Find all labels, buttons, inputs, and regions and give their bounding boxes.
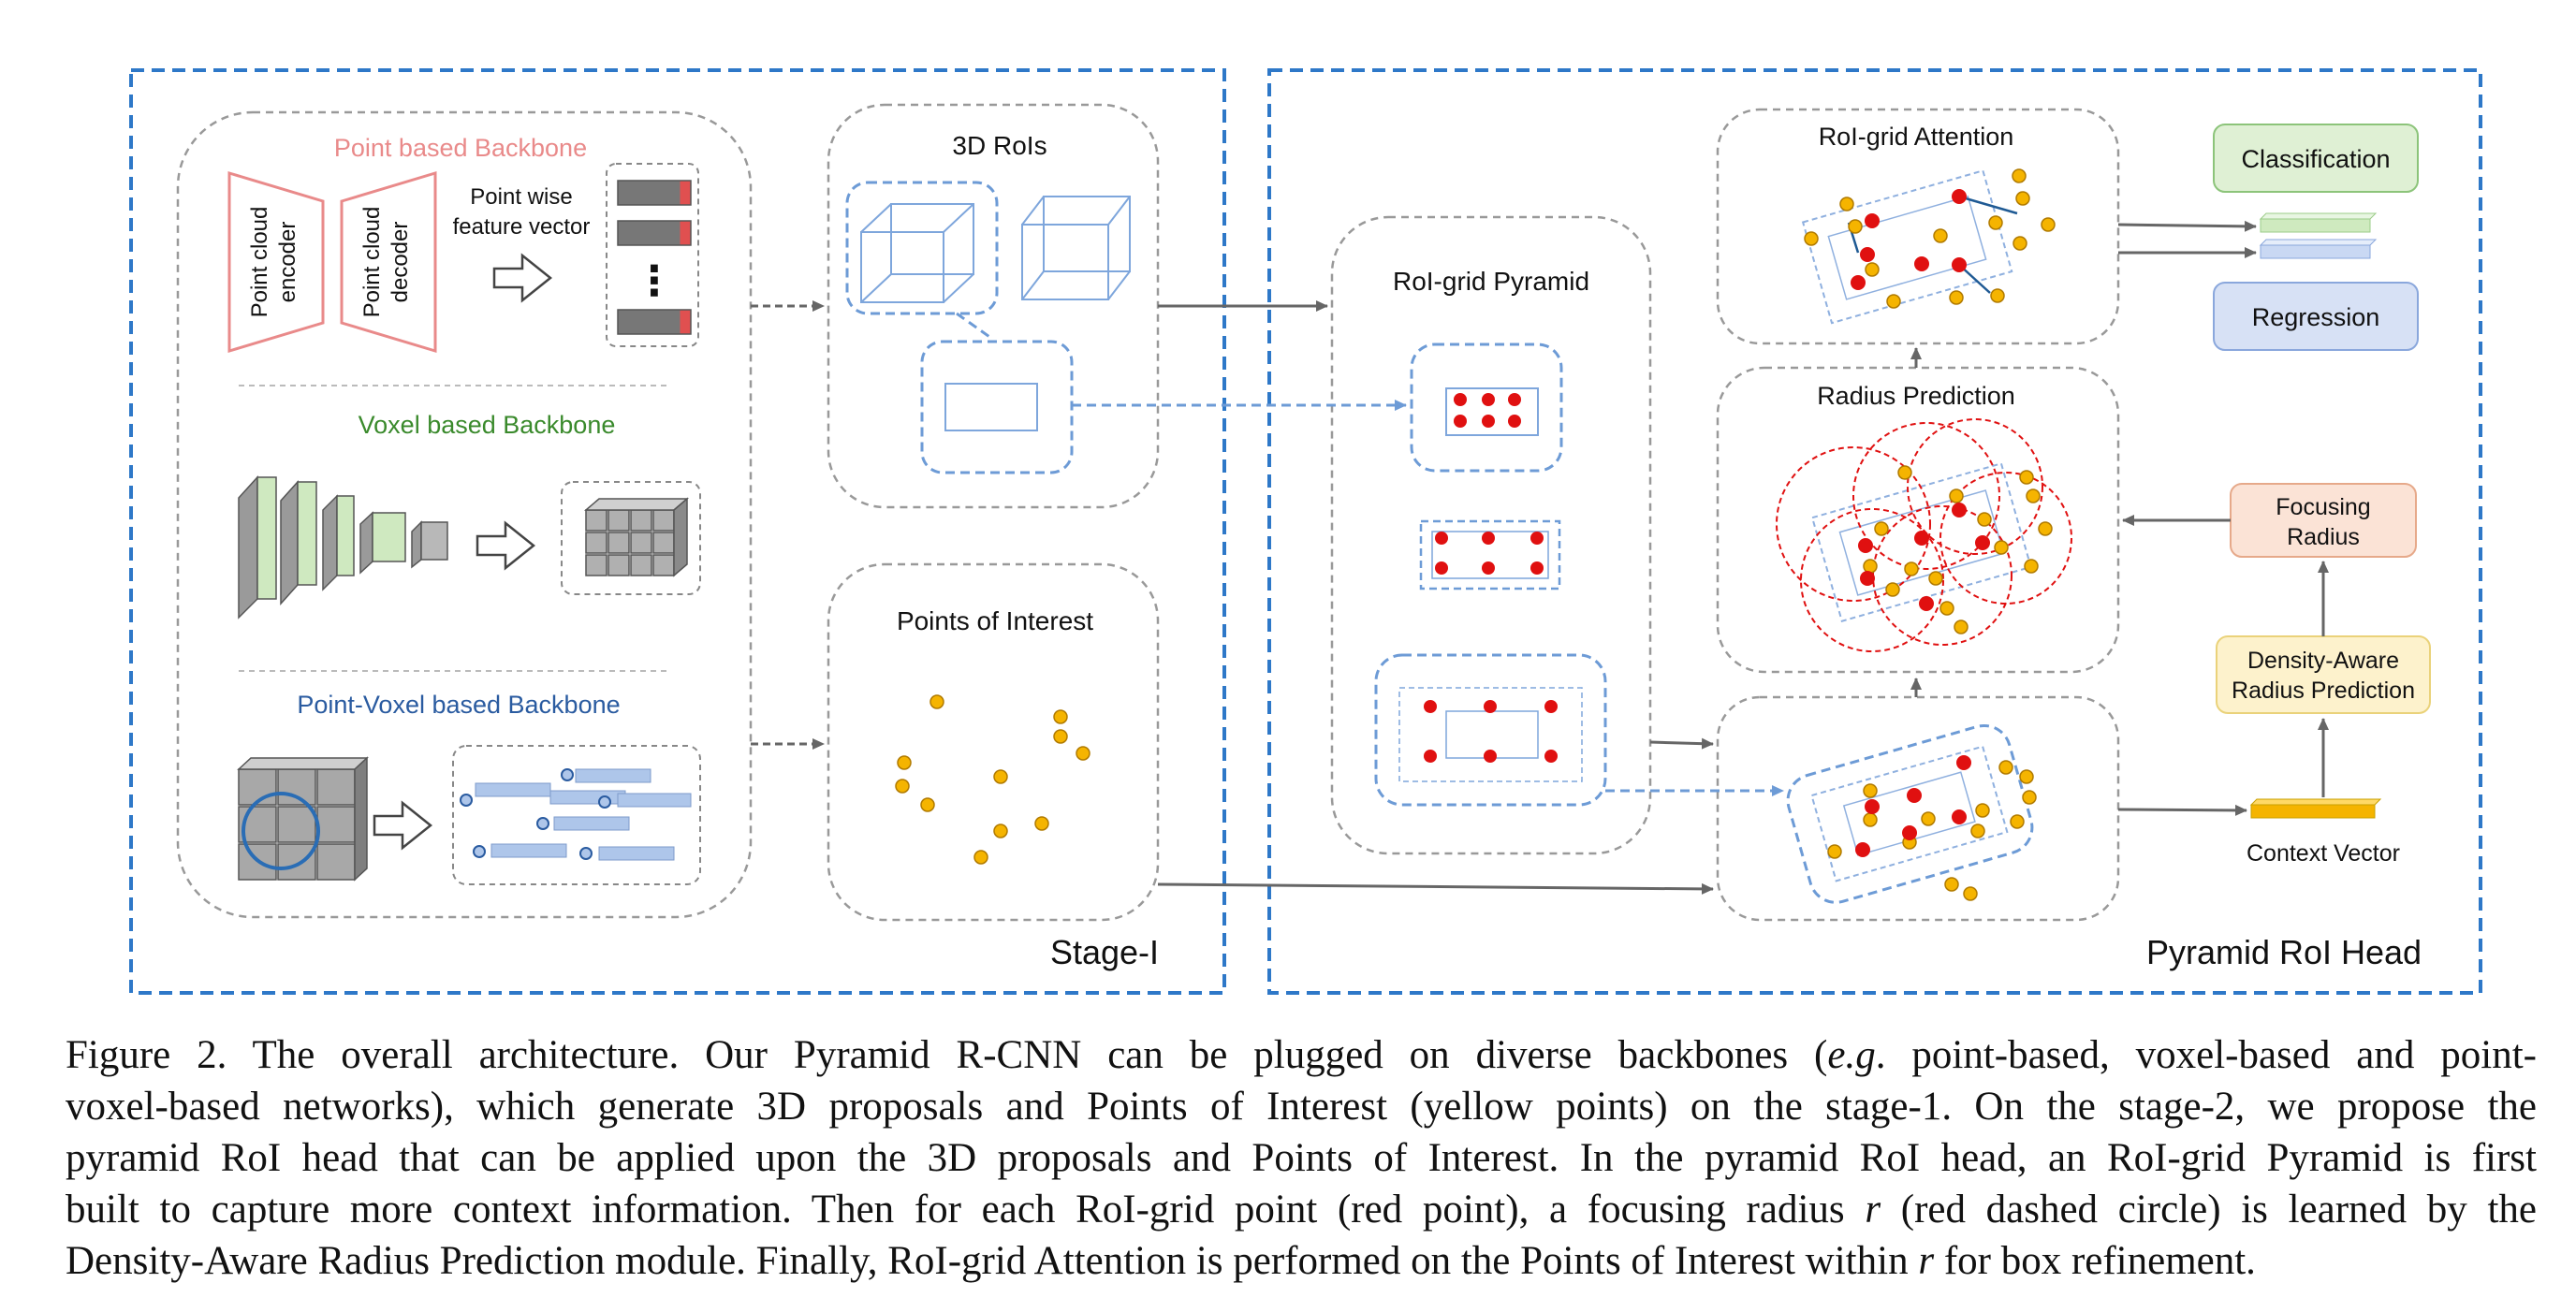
point-backbone-title: Point based Backbone <box>334 134 587 162</box>
roi-projection-line <box>956 312 993 341</box>
feature-ellipsis: ⋮ <box>634 258 675 304</box>
hollow-arrow-icon <box>476 520 536 571</box>
radius-red-points <box>1858 503 1990 611</box>
decoder-label-1: Point cloud <box>359 207 385 318</box>
attention-title: RoI-grid Attention <box>1819 123 2014 151</box>
regression-box <box>2213 282 2419 351</box>
voxel-network-layers <box>238 475 448 620</box>
pyramid-level-2-box <box>1419 519 1561 590</box>
arrow-context-panel-to-vector <box>2117 804 2247 816</box>
voxel-backbone-title: Voxel based Backbone <box>359 411 616 439</box>
context-vector-bar <box>2249 798 2382 819</box>
roi-cube-2 <box>1021 196 1131 300</box>
pv-output-box <box>452 745 701 885</box>
density-aware-label-1: Density-Aware <box>2247 648 2399 674</box>
roi-bev-rect <box>944 383 1038 431</box>
context-red-points <box>1855 755 1971 857</box>
attention-yellow-points <box>1804 168 2056 309</box>
red-points-level-2 <box>1435 532 1544 575</box>
radius-title: Radius Prediction <box>1817 382 2015 410</box>
hollow-arrow-icon <box>373 800 433 851</box>
focusing-radius-label-1: Focusing <box>2276 494 2370 520</box>
yellow-points <box>895 694 1090 865</box>
rois-panel: 3D RoIs <box>827 103 1160 509</box>
voxel-based-backbone: Voxel based Backbone <box>238 411 701 620</box>
regression-label: Regression <box>2252 303 2380 331</box>
encoder-label-1: Point cloud <box>247 207 272 318</box>
stage1-frame <box>129 68 1226 995</box>
point-based-backbone: Point based Backbone Point cloud encoder… <box>227 134 699 354</box>
voxel-output-box <box>561 481 701 595</box>
decoder-label-2: decoder <box>388 222 413 303</box>
classification-box <box>2213 124 2419 193</box>
caption-line-2: voxel-based networks), which generate 3D… <box>66 1085 2537 1129</box>
roi-bev-box <box>920 340 1074 474</box>
hollow-arrow-icon <box>492 253 553 303</box>
red-points-level-3 <box>1424 700 1558 763</box>
poi-panel: Points of Interest <box>827 562 1160 922</box>
roi-context-panel <box>1716 695 2120 922</box>
stage2-label: Pyramid RoI Head <box>2146 933 2422 971</box>
figure-caption: Figure 2. The overall architecture. Our … <box>66 1029 2537 1287</box>
caption-line-3: pyramid RoI head that can be applied upo… <box>66 1136 2537 1180</box>
pv-blue-ring <box>242 792 320 870</box>
architecture-figure: Stage-I Point based Backbone Point cloud… <box>129 68 2482 995</box>
caption-line-1: Figure 2. The overall architecture. Our … <box>66 1033 2537 1077</box>
point-voxel-based-backbone: Point-Voxel based Backbone <box>237 691 701 885</box>
pv-backbone-title: Point-Voxel based Backbone <box>297 691 620 719</box>
feature-text-2: feature vector <box>453 214 591 240</box>
voxel-cube-grid <box>583 497 690 577</box>
pyramid-title: RoI-grid Pyramid <box>1393 267 1589 296</box>
radius-panel: Radius Prediction <box>1716 366 2120 674</box>
pyramid-level-3-box <box>1374 653 1607 807</box>
encoder-label-2: encoder <box>275 222 300 303</box>
roi-highlight-box <box>845 181 999 315</box>
pyramid-panel: RoI-grid Pyramid <box>1330 215 1652 855</box>
radius-yellow-points <box>1863 465 2053 634</box>
attention-red-points <box>1851 189 1967 290</box>
decoder-trapezoid <box>340 170 437 354</box>
poi-title: Points of Interest <box>897 606 1093 635</box>
attention-links <box>1847 195 2018 294</box>
feature-vector-box <box>606 163 699 347</box>
density-aware-label-2: Radius Prediction <box>2232 678 2415 704</box>
attention-panel: RoI-grid Attention <box>1716 108 2120 345</box>
stage1-label: Stage-I <box>1050 933 1159 971</box>
classification-label: Classification <box>2241 145 2390 173</box>
caption-line-5: Density-Aware Radius Prediction module. … <box>66 1239 2256 1283</box>
encoder-trapezoid <box>227 170 325 354</box>
pv-feature-bars <box>460 768 692 861</box>
pyramid-level-1-box <box>1410 343 1563 473</box>
stage2-frame <box>1267 68 2482 995</box>
context-vector-label: Context Vector <box>2247 840 2400 867</box>
caption-line-4: built to capture more context informatio… <box>66 1188 2537 1232</box>
rois-title: 3D RoIs <box>952 131 1046 160</box>
backbones-panel <box>176 110 753 919</box>
arrow-pyramid-to-context-panel <box>1649 737 1714 750</box>
output-feature-bars <box>2259 212 2378 259</box>
arrow-attention-to-cls <box>2117 220 2257 232</box>
pv-voxel-blocks <box>237 756 369 882</box>
feature-text-1: Point wise <box>470 184 572 210</box>
arrow-poi-to-context-panel <box>1157 882 1714 895</box>
context-yellow-points <box>1827 760 2037 901</box>
red-points-level-1 <box>1454 393 1521 428</box>
roi-cube-1 <box>860 203 974 303</box>
feature-vector-bars <box>617 180 692 335</box>
focusing-radius-label-2: Radius <box>2287 524 2360 550</box>
